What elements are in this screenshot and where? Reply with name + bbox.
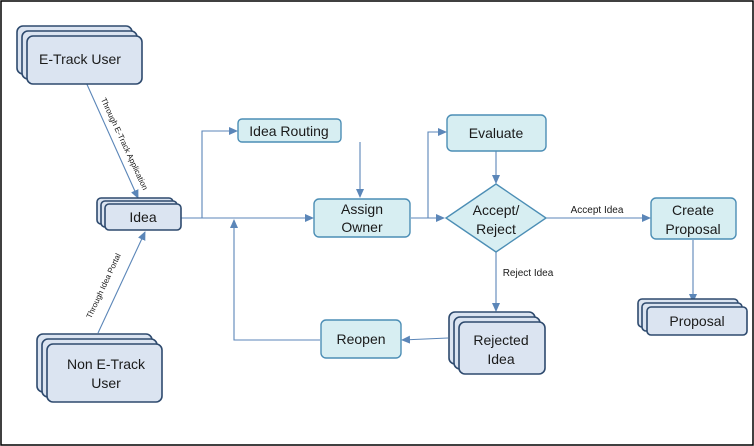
node-assign-owner-label-line1: Assign xyxy=(341,201,383,217)
node-idea-routing: Idea Routing xyxy=(237,118,342,143)
edge-label-reject-idea: Reject Idea xyxy=(503,268,554,279)
node-idea-label: Idea xyxy=(129,209,156,225)
node-non-etrack-user-label-line1: Non E-Track xyxy=(67,356,146,372)
node-idea-routing-label: Idea Routing xyxy=(249,123,328,139)
node-reopen-label: Reopen xyxy=(336,331,385,347)
node-evaluate-label: Evaluate xyxy=(469,125,524,141)
edge-assign-owner-to-evaluate xyxy=(427,128,447,218)
node-accept-reject: Accept/ Reject xyxy=(444,183,548,253)
edge-label-through-idea-portal: Through Idea Portal xyxy=(85,252,123,320)
edge-label-through-etrack-application: Through E-Track Application xyxy=(99,96,150,191)
node-evaluate: Evaluate xyxy=(446,114,547,152)
node-assign-owner-label-line2: Owner xyxy=(341,219,383,235)
node-non-etrack-user-label-line2: User xyxy=(91,375,121,391)
node-proposal: Proposal xyxy=(637,298,748,336)
node-proposal-label: Proposal xyxy=(669,313,724,329)
edge-non-etrack-user-to-idea xyxy=(97,231,146,334)
node-accept-reject-label-line2: Reject xyxy=(476,221,516,237)
edge-rejected-idea-to-reopen xyxy=(401,335,449,344)
edge-reopen-to-assign-loop xyxy=(230,219,320,341)
node-non-etrack-user: Non E-Track User xyxy=(36,333,163,403)
node-rejected-idea-label-line2: Idea xyxy=(487,351,514,367)
node-accept-reject-label-line1: Accept/ xyxy=(473,202,520,218)
node-reopen: Reopen xyxy=(320,319,402,359)
edge-etrack-user-to-idea xyxy=(84,79,139,199)
edge-label-accept-idea: Accept Idea xyxy=(571,205,624,216)
edges xyxy=(84,79,697,344)
node-etrack-user: E-Track User xyxy=(16,25,143,85)
edge-idea-to-idea-routing xyxy=(201,127,238,218)
node-assign-owner: Assign Owner xyxy=(313,198,411,238)
node-idea: Idea xyxy=(96,197,182,231)
node-create-proposal: Create Proposal xyxy=(650,197,737,240)
node-etrack-user-label: E-Track User xyxy=(39,51,121,67)
node-rejected-idea-label-line1: Rejected xyxy=(473,332,528,348)
node-create-proposal-label-line2: Proposal xyxy=(665,221,720,237)
node-create-proposal-label-line1: Create xyxy=(672,202,714,218)
node-rejected-idea: Rejected Idea xyxy=(448,311,546,375)
